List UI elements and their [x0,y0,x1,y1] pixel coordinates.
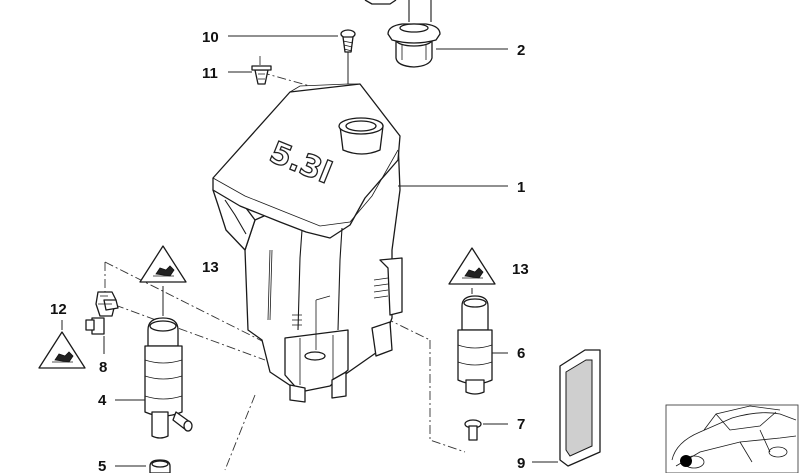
callout-2: 2 [517,42,525,59]
part-7-grommet [464,419,482,441]
part-9-cover-plate [559,349,601,467]
part-6-washer-pump [457,295,493,395]
part-11-clip-nut [251,65,272,85]
callout-5: 5 [98,458,106,473]
warning-triangle-13-left [139,245,187,283]
warning-triangle-13-right [448,247,496,285]
warning-triangle-12 [38,331,86,369]
callout-9: 9 [517,455,525,472]
callout-6: 6 [517,345,525,362]
callout-8: 8 [99,359,107,376]
part-3-partial [364,0,432,22]
callout-numbers: 1 2 10 11 13 13 12 8 4 5 6 7 9 [50,29,529,473]
callout-7: 7 [517,416,525,433]
leader-lines [61,35,558,467]
callout-11: 11 [202,65,218,82]
callout-10: 10 [202,29,219,46]
part-1-washer-reservoir [212,83,403,403]
part-5-grommet [149,459,171,473]
vehicle-location-thumbnail [665,404,799,473]
part-4-washer-pump [144,317,193,439]
callout-13-left: 13 [202,259,219,276]
part-10-screw [340,29,356,84]
assembly-dash-lines [104,56,466,471]
callout-4: 4 [98,392,107,409]
part-2-filler-cap [387,23,441,68]
component-location-marker [680,455,692,467]
part-8-hose-connector [85,291,119,335]
callout-13-right: 13 [512,261,529,278]
callout-12: 12 [50,301,67,318]
callout-1: 1 [517,179,525,196]
